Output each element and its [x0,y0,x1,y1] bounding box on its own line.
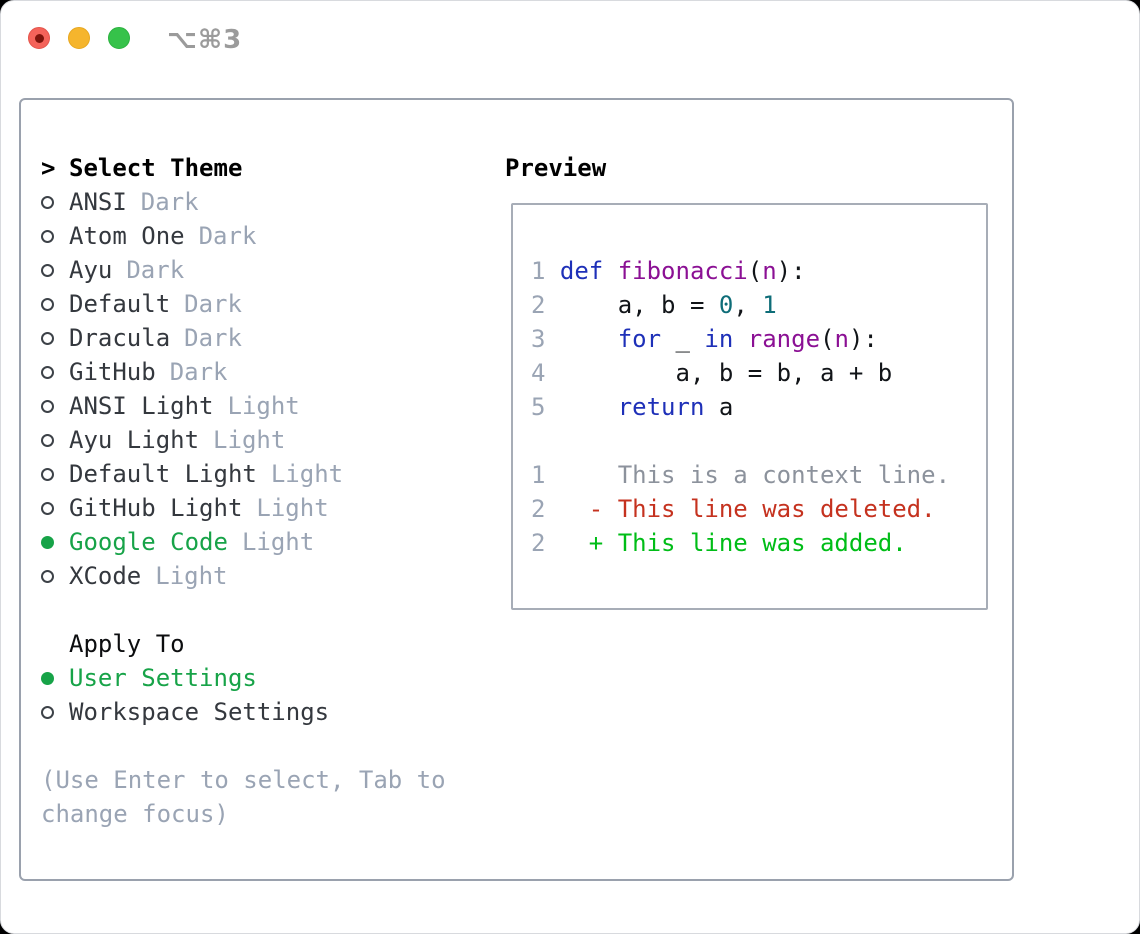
theme-name: Default Light [69,460,257,488]
theme-name: Default [69,290,171,318]
theme-option-xcode[interactable]: XCode Light [41,559,471,593]
theme-option-ayu[interactable]: Ayu Dark [41,253,471,287]
theme-variant: Dark [126,256,185,284]
theme-name: GitHub Light [69,494,243,522]
focus-caret-icon: > [41,154,56,182]
apply-option-label: Workspace Settings [69,698,330,726]
code-line: 1 def fibonacci(n): [531,257,806,285]
theme-name: ANSI [69,188,127,216]
radio-icon [41,195,69,209]
theme-variant: Dark [140,188,199,216]
code-line: 2 a, b = 0, 1 [531,291,777,319]
diff-line-added: 2 + This line was added. [531,529,907,557]
spacer [41,593,471,627]
theme-variant: Light [213,426,286,454]
diff-line-context: 1 This is a context line. [531,461,951,489]
theme-option-google-code[interactable]: Google Code Light [41,525,471,559]
theme-variant: Light [241,528,315,556]
radio-icon [41,569,69,583]
theme-name: GitHub [69,358,156,386]
apply-to-header: Apply To [41,627,471,661]
theme-name: Google Code [69,528,228,556]
theme-name: Atom One [69,222,185,250]
radio-icon [41,263,69,277]
theme-name: ANSI Light [69,392,214,420]
radio-icon [41,331,69,345]
theme-name: XCode [69,562,142,590]
radio-icon [41,467,69,481]
radio-icon [41,365,69,379]
blank-line [531,424,950,458]
code-preview: 1 def fibonacci(n): 2 a, b = 0, 1 3 for _ … [531,254,950,560]
select-theme-title: Select Theme [69,154,243,182]
radio-icon [41,399,69,413]
theme-option-ayu-light[interactable]: Ayu Light Light [41,423,471,457]
preview-title: Preview [505,154,607,182]
theme-option-github[interactable]: GitHub Dark [41,355,471,389]
radio-selected-icon [41,535,69,549]
theme-variant: Light [270,460,344,488]
theme-option-atom-one[interactable]: Atom One Dark [41,219,471,253]
theme-name: Dracula [69,324,171,352]
traffic-lights [28,27,130,49]
select-theme-header: > Select Theme [41,151,471,185]
radio-icon [41,433,69,447]
radio-icon [41,297,69,311]
titlebar: ⌥⌘3 [1,1,1139,75]
theme-name: Ayu [69,256,113,284]
theme-variant: Dark [198,222,257,250]
theme-variant: Light [227,392,300,420]
diff-line-deleted: 2 - This line was deleted. [531,495,936,523]
preview-box: 1 def fibonacci(n): 2 a, b = 0, 1 3 for _ … [511,203,988,610]
theme-variant: Light [155,562,228,590]
close-dot-icon [34,33,44,43]
theme-option-dracula[interactable]: Dracula Dark [41,321,471,355]
theme-option-ansi[interactable]: ANSI Dark [41,185,471,219]
theme-option-github-light[interactable]: GitHub Light Light [41,491,471,525]
radio-icon [41,705,69,719]
theme-option-default-light[interactable]: Default Light Light [41,457,471,491]
theme-variant: Light [256,494,329,522]
minimize-button[interactable] [68,27,90,49]
code-line: 4 a, b = b, a + b [531,359,893,387]
radio-selected-icon [41,671,69,685]
apply-option-user-settings[interactable]: User Settings [41,661,471,695]
theme-variant: Dark [169,358,228,386]
code-line: 5 return a [531,393,734,421]
close-button[interactable] [28,27,50,49]
theme-variant: Dark [184,324,242,352]
theme-option-ansi-light[interactable]: ANSI Light Light [41,389,471,423]
code-line: 3 for _ in range(n): [531,325,878,353]
theme-name: Ayu Light [69,426,200,454]
theme-variant: Dark [184,290,242,318]
zoom-button[interactable] [108,27,130,49]
radio-icon [41,501,69,515]
radio-icon [41,229,69,243]
spacer [41,729,471,763]
theme-option-default[interactable]: Default Dark [41,287,471,321]
apply-option-workspace-settings[interactable]: Workspace Settings [41,695,471,729]
help-text: (Use Enter to select, Tab to change focu… [41,766,446,828]
apply-option-label: User Settings [69,664,257,692]
apply-to-title: Apply To [69,630,185,658]
window-shortcut-label: ⌥⌘3 [167,25,243,55]
